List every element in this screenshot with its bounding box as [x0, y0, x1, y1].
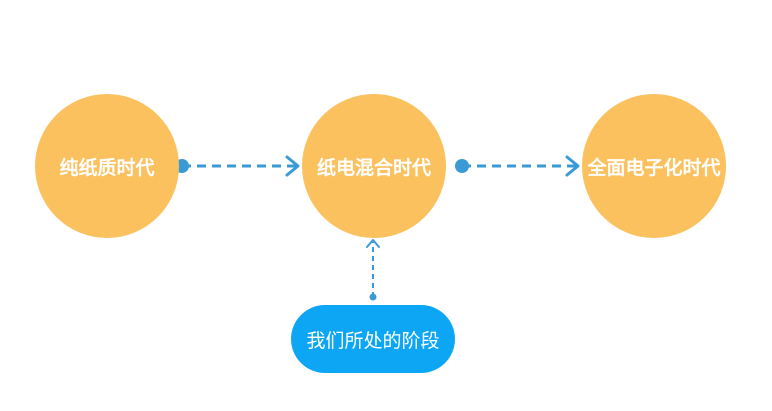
- stage-node-paper: 纯纸质时代: [35, 94, 179, 238]
- connector-stage2-to-stage3: [455, 155, 580, 177]
- connector-start-dot: [369, 293, 377, 301]
- current-stage-pill: 我们所处的阶段: [291, 305, 455, 373]
- current-stage-label: 我们所处的阶段: [306, 329, 440, 352]
- connector-stage1-to-stage2: [175, 155, 300, 177]
- stage-node-hybrid: 纸电混合时代: [302, 94, 446, 238]
- stage-node-electronic: 全面电子化时代: [582, 94, 726, 238]
- connector-start-dot: [455, 159, 469, 173]
- chevron-right-icon: [285, 155, 300, 177]
- connector-current-to-stage2: [366, 239, 380, 301]
- chevron-up-icon: [366, 239, 380, 248]
- stage-label: 纯纸质时代: [59, 156, 155, 179]
- stage-label: 纸电混合时代: [316, 156, 431, 179]
- chevron-right-icon: [565, 155, 580, 177]
- stage-label: 全面电子化时代: [587, 156, 721, 179]
